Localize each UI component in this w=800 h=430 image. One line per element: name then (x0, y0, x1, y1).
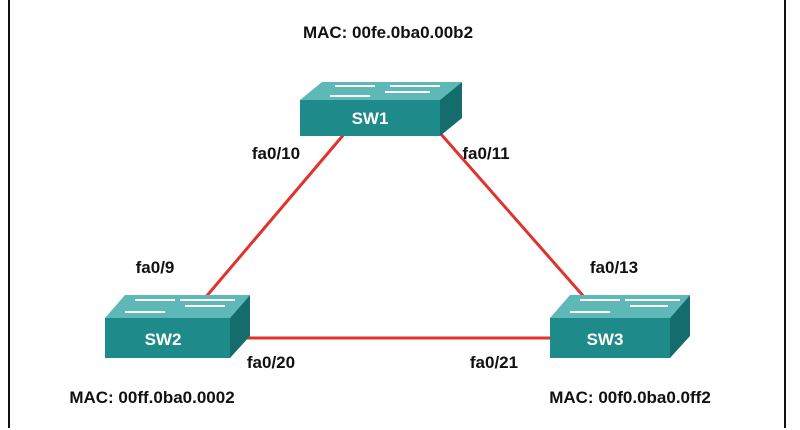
switch-sw1[interactable]: SW1 (300, 82, 462, 136)
switch-name: SW3 (587, 330, 624, 349)
port-label-sw1-fa0-11: fa0/11 (462, 144, 509, 163)
link-sw1-sw2 (203, 132, 347, 299)
switch-arrows-icon (125, 299, 235, 313)
port-label-sw3-fa0-21: fa0/21 (470, 353, 518, 372)
switch-sw2[interactable]: SW2 (105, 295, 250, 358)
diagram-frame (8, 0, 786, 428)
link-sw1-sw3 (438, 132, 587, 299)
mac-label-sw1: MAC: 00fe.0ba0.00b2 (303, 23, 473, 42)
switch-arrows-icon (330, 85, 440, 97)
switch-name: SW2 (145, 330, 182, 349)
mac-label-sw2: MAC: 00ff.0ba0.0002 (69, 388, 234, 407)
port-label-sw2-fa0-9: fa0/9 (136, 258, 175, 277)
port-label-sw3-fa0-13: fa0/13 (590, 258, 638, 277)
switch-sw3[interactable]: SW3 (550, 295, 690, 358)
mac-label-sw3: MAC: 00f0.0ba0.0ff2 (549, 388, 711, 407)
port-label-sw1-fa0-10: fa0/10 (252, 144, 300, 163)
switch-arrows-icon (570, 299, 680, 313)
switch-name: SW1 (352, 109, 389, 128)
port-label-sw2-fa0-20: fa0/20 (247, 353, 295, 372)
